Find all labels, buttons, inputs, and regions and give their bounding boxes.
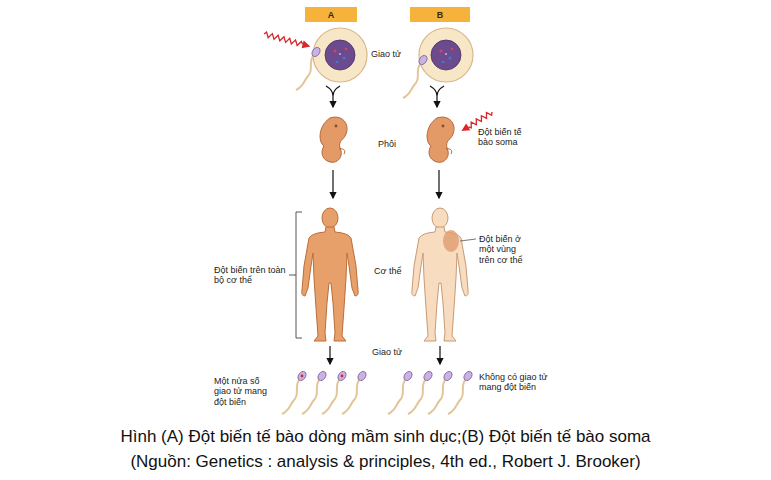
column-letter: B — [437, 10, 444, 20]
annotation: Giao tử — [371, 49, 401, 59]
column-tag: B — [410, 7, 470, 22]
sperm-cell — [296, 46, 322, 90]
annotation: Phôi — [378, 139, 396, 149]
annotation: Đột biến tế bào soma — [478, 127, 538, 148]
source-note: (Nguồn: Genetics : analysis & principles… — [0, 452, 771, 472]
embryo — [427, 117, 454, 162]
annotation: Không có giao tử mang đột biến — [479, 372, 559, 393]
sperm-row — [388, 370, 474, 414]
column-letter: A — [328, 10, 335, 20]
column-tag: A — [305, 7, 357, 22]
annotation: Cơ thể — [374, 266, 401, 276]
fertilization-arrow — [326, 86, 444, 107]
sperm-cell — [403, 54, 429, 98]
egg-cell — [313, 28, 367, 82]
annotation: Một nửa số giao tử mang đột biến — [214, 376, 276, 407]
embryo — [320, 117, 347, 162]
bracket — [289, 212, 302, 338]
mutated-patch — [443, 230, 459, 252]
egg-cell — [419, 28, 473, 82]
annotation: Đột biến ở một vùng trên cơ thể — [479, 234, 534, 265]
human-figure — [412, 208, 468, 341]
leader-line — [460, 239, 476, 241]
annotation: Giao tử — [372, 347, 402, 357]
annotation: Đột biến trên toàn bộ cơ thể — [214, 265, 286, 286]
human-figure — [302, 208, 358, 341]
sperm-row — [282, 370, 368, 414]
figure-caption: Hình (A) Đột biến tế bào dòng mầm sinh d… — [0, 427, 771, 447]
mutation-arrow — [263, 30, 311, 50]
